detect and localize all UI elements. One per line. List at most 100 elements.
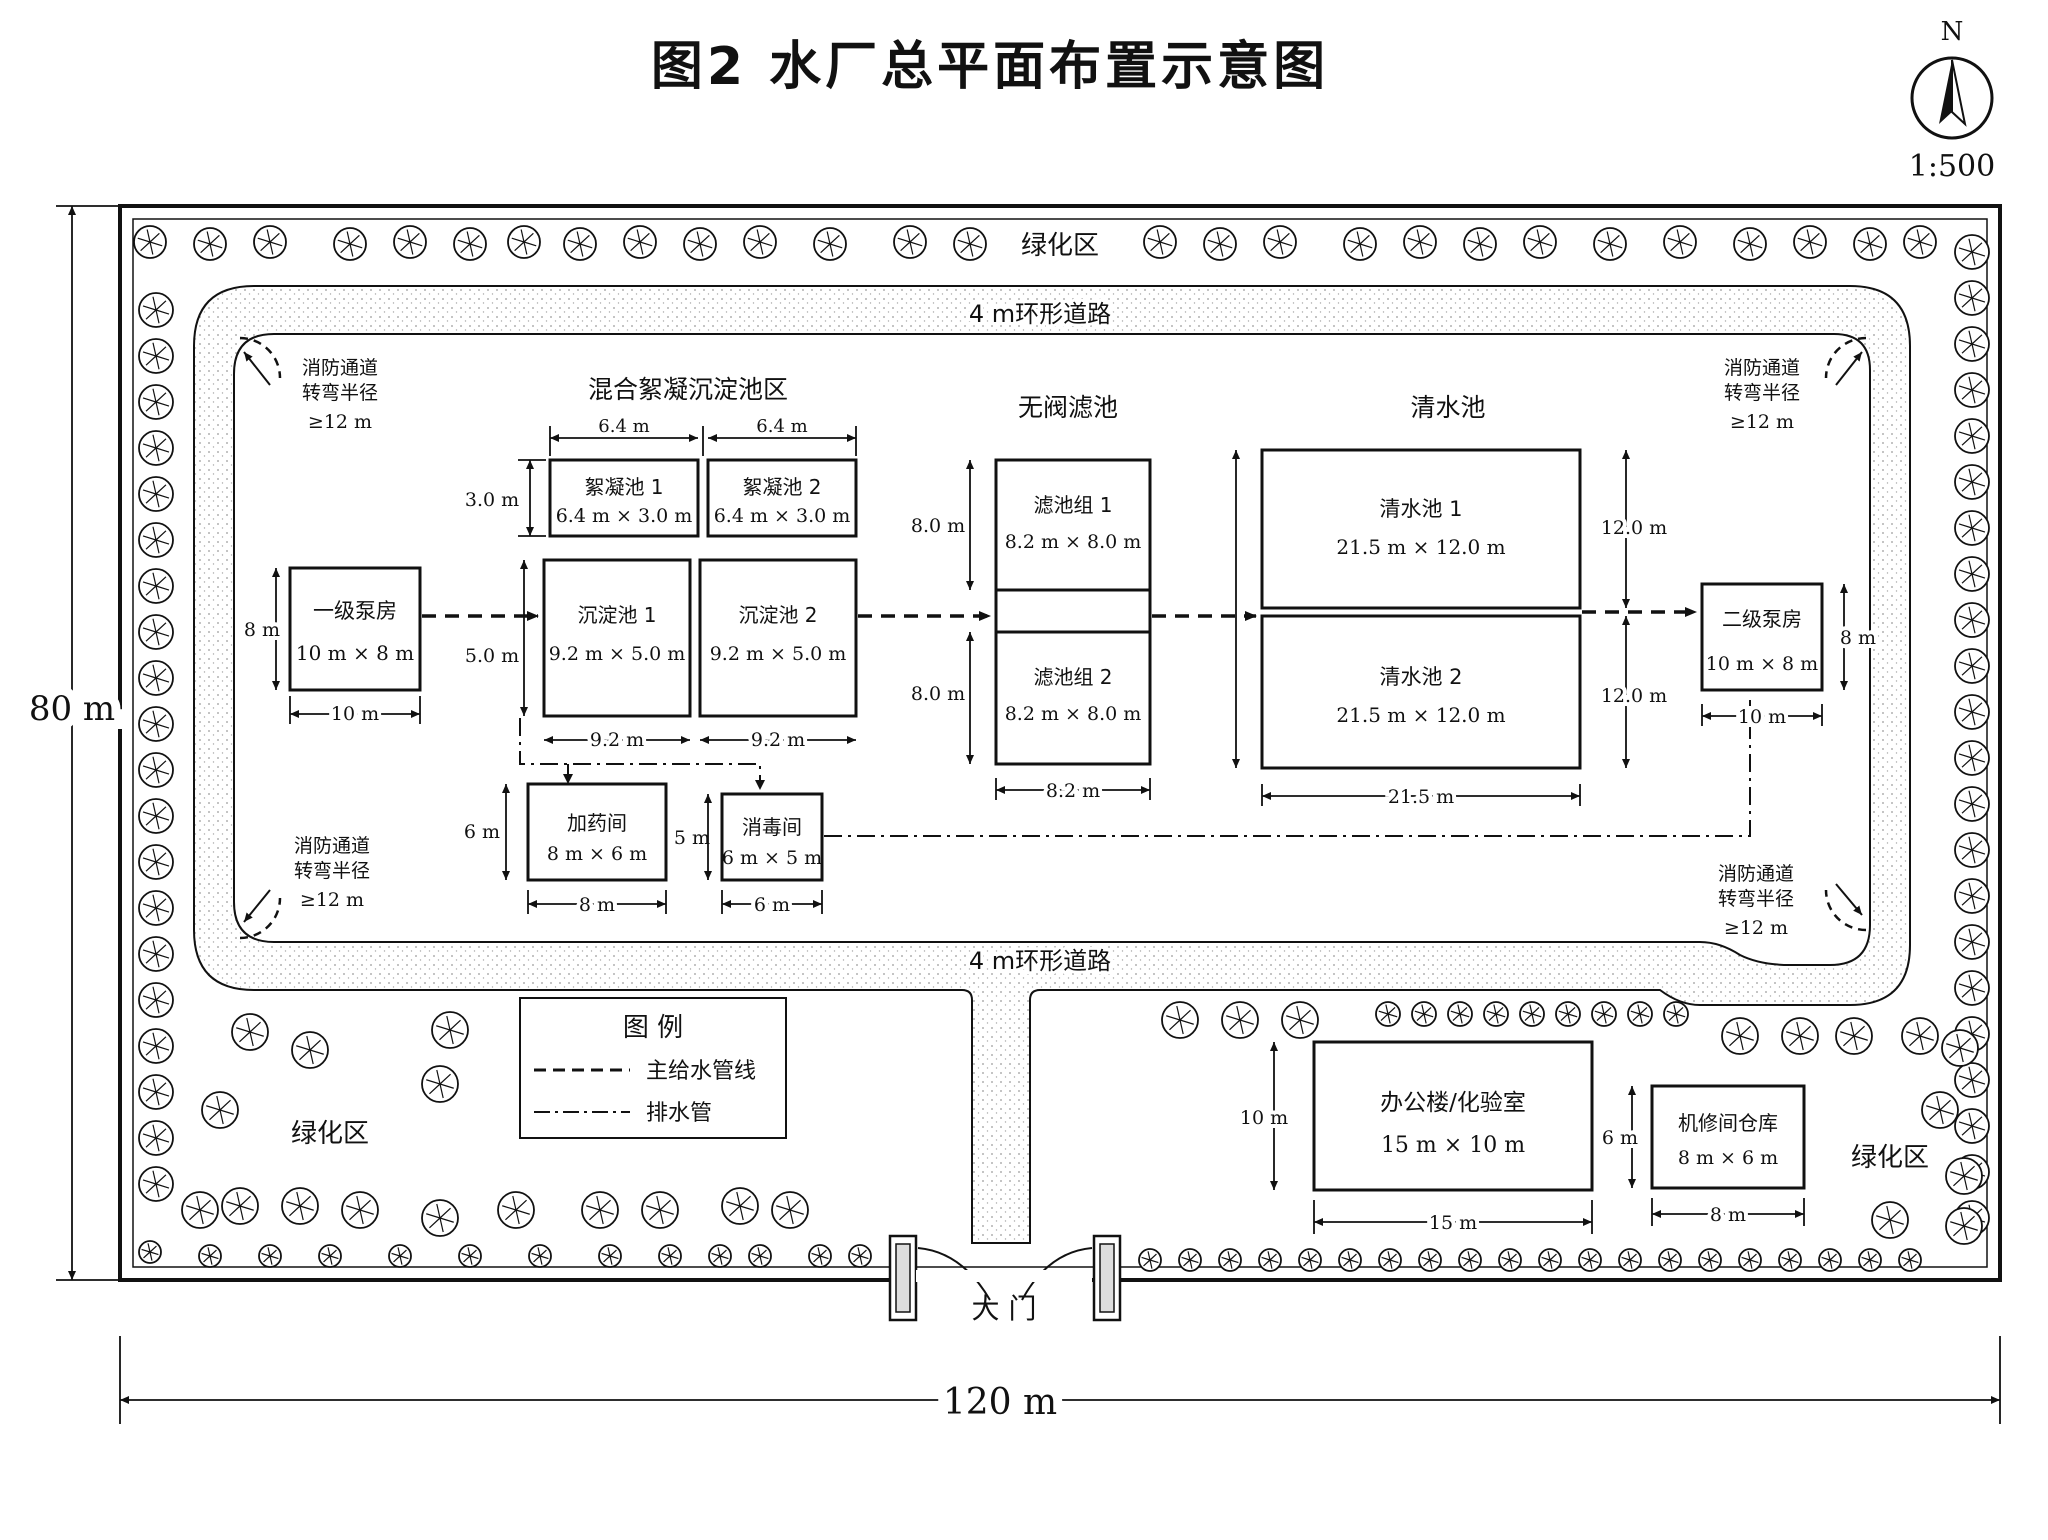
tree-icon bbox=[1258, 1248, 1282, 1272]
tree-icon bbox=[708, 1244, 732, 1268]
tree-icon bbox=[1818, 1248, 1842, 1272]
fire-label-tr: 消防通道 转弯半径 ≥12 m bbox=[1724, 357, 1800, 433]
tree-icon bbox=[1658, 1248, 1682, 1272]
tree-icon bbox=[1143, 225, 1177, 259]
tree-icon bbox=[1941, 1029, 1979, 1067]
tree-icon bbox=[138, 292, 174, 328]
svg-text:8.0 m: 8.0 m bbox=[911, 515, 965, 537]
svg-text:8 m × 6 m: 8 m × 6 m bbox=[547, 843, 647, 865]
svg-text:8 m: 8 m bbox=[244, 619, 280, 641]
svg-text:12.0 m: 12.0 m bbox=[1601, 517, 1667, 539]
ring-road bbox=[193, 285, 1911, 1244]
svg-text:10 m: 10 m bbox=[1738, 706, 1786, 728]
svg-text:≥12 m: ≥12 m bbox=[300, 889, 364, 911]
tree-icon bbox=[453, 227, 487, 261]
svg-text:转弯半径: 转弯半径 bbox=[1724, 382, 1800, 404]
tree-icon bbox=[1721, 1017, 1759, 1055]
fire-turn-arc-tr bbox=[1824, 336, 1867, 386]
tree-icon bbox=[138, 752, 174, 788]
tree-icon bbox=[1954, 924, 1990, 960]
tree-icon bbox=[743, 225, 777, 259]
svg-text:21.5 m × 12.0 m: 21.5 m × 12.0 m bbox=[1336, 535, 1505, 559]
dosing-room: 加药间 8 m × 6 m bbox=[526, 782, 668, 882]
legend-main-pipe: 主给水管线 bbox=[646, 1059, 756, 1084]
svg-text:办公楼/化验室: 办公楼/化验室 bbox=[1380, 1090, 1526, 1116]
tree-icon bbox=[1483, 1001, 1509, 1027]
tree-icon bbox=[1738, 1248, 1762, 1272]
tree-icon bbox=[1954, 556, 1990, 592]
tree-icon bbox=[1458, 1248, 1482, 1272]
tree-icon bbox=[1538, 1248, 1562, 1272]
scale-label: 1:500 bbox=[1909, 149, 1995, 184]
tree-icon bbox=[1954, 648, 1990, 684]
tree-icon bbox=[1418, 1248, 1442, 1272]
svg-text:一级泵房: 一级泵房 bbox=[313, 599, 397, 623]
svg-text:15 m × 10 m: 15 m × 10 m bbox=[1381, 1133, 1525, 1158]
tree-icon bbox=[1378, 1248, 1402, 1272]
tree-icon bbox=[1178, 1248, 1202, 1272]
tree-icon bbox=[581, 1191, 619, 1229]
section-label-mix: 混合絮凝沉淀池区 bbox=[588, 375, 788, 404]
section-label-filter: 无阀滤池 bbox=[1018, 393, 1118, 422]
svg-text:清水池 1: 清水池 1 bbox=[1379, 497, 1462, 521]
tree-icon bbox=[138, 706, 174, 742]
tree-icon bbox=[201, 1091, 239, 1129]
tree-icon bbox=[431, 1011, 469, 1049]
tree-icon bbox=[1138, 1248, 1162, 1272]
tree-icon bbox=[1221, 1001, 1259, 1039]
green-area-label-br: 绿化区 bbox=[1851, 1143, 1929, 1173]
svg-text:6.4 m: 6.4 m bbox=[756, 416, 807, 437]
svg-text:6 m: 6 m bbox=[464, 821, 500, 843]
tree-icon bbox=[1555, 1001, 1581, 1027]
svg-text:沉淀池 2: 沉淀池 2 bbox=[738, 603, 817, 627]
svg-text:21.5 m: 21.5 m bbox=[1388, 786, 1454, 808]
tree-icon bbox=[138, 890, 174, 926]
tree-group bbox=[133, 225, 1990, 1272]
svg-text:9.2 m: 9.2 m bbox=[590, 729, 644, 751]
tree-icon bbox=[1793, 225, 1827, 259]
tree-icon bbox=[393, 225, 427, 259]
svg-text:消防通道: 消防通道 bbox=[1724, 357, 1800, 379]
pump-station-2: 二级泵房 10 m × 8 m bbox=[1700, 582, 1824, 692]
svg-text:5 m: 5 m bbox=[674, 827, 710, 849]
svg-text:8.2 m × 8.0 m: 8.2 m × 8.0 m bbox=[1005, 531, 1142, 553]
tree-icon bbox=[138, 1028, 174, 1064]
tree-icon bbox=[748, 1244, 772, 1268]
svg-text:6.4 m × 3.0 m: 6.4 m × 3.0 m bbox=[556, 505, 693, 527]
svg-text:沉淀池 1: 沉淀池 1 bbox=[577, 603, 656, 627]
repair-warehouse: 机修间仓库 8 m × 6 m bbox=[1650, 1084, 1806, 1190]
tree-icon bbox=[253, 225, 287, 259]
tree-icon bbox=[421, 1065, 459, 1103]
svg-text:15 m: 15 m bbox=[1429, 1212, 1477, 1234]
tree-icon bbox=[1411, 1001, 1437, 1027]
tree-icon bbox=[138, 1166, 174, 1202]
svg-text:10 m × 8 m: 10 m × 8 m bbox=[1706, 653, 1818, 675]
tree-icon bbox=[1954, 234, 1990, 270]
tree-icon bbox=[848, 1244, 872, 1268]
tree-icon bbox=[1954, 832, 1990, 868]
tree-icon bbox=[1945, 1207, 1983, 1245]
tree-icon bbox=[1618, 1248, 1642, 1272]
tree-icon bbox=[1903, 225, 1937, 259]
section-label-clear: 清水池 bbox=[1410, 393, 1485, 422]
legend: 图 例 主给水管线 排水管 bbox=[519, 997, 787, 1139]
svg-text:8.2 m × 8.0 m: 8.2 m × 8.0 m bbox=[1005, 703, 1142, 725]
tree-icon bbox=[563, 227, 597, 261]
tree-icon bbox=[138, 476, 174, 512]
tree-icon bbox=[1263, 225, 1297, 259]
tree-icon bbox=[623, 225, 657, 259]
tree-icon bbox=[421, 1199, 459, 1237]
fire-turn-arc-bl bbox=[239, 889, 282, 940]
tree-icon bbox=[1218, 1248, 1242, 1272]
green-area-label-top: 绿化区 bbox=[1021, 231, 1099, 261]
main-water-pipe bbox=[422, 607, 1697, 621]
tree-icon bbox=[138, 384, 174, 420]
office-lab-building: 办公楼/化验室 15 m × 10 m bbox=[1312, 1040, 1594, 1192]
flocculation-tank-2: 絮凝池 2 6.4 m × 3.0 m bbox=[706, 458, 858, 538]
tree-icon bbox=[1338, 1248, 1362, 1272]
svg-text:滤池组 2: 滤池组 2 bbox=[1033, 665, 1112, 689]
sedimentation-tank-1: 沉淀池 1 9.2 m × 5.0 m bbox=[542, 558, 692, 718]
tree-icon bbox=[1954, 280, 1990, 316]
tree-icon bbox=[598, 1244, 622, 1268]
